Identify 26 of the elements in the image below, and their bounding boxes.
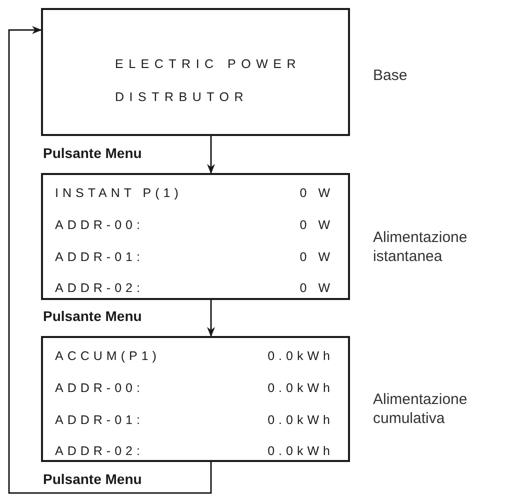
display-text: 0.0kWh <box>268 443 334 460</box>
arrow <box>207 136 215 174</box>
screen-caption: Alimentazione cumulativa <box>373 390 468 428</box>
display-text: ADDR-01: <box>55 412 145 428</box>
display-text: INSTANT P(1) <box>55 185 184 202</box>
display-text: 0.0kWh <box>268 412 334 428</box>
display-text: ACCUM(P1) <box>55 348 162 365</box>
screen-caption: Base <box>373 66 408 85</box>
display-text: ADDR-02: <box>55 443 145 460</box>
display-text: ADDR-02: <box>55 280 145 298</box>
display-text: ADDR-00: <box>55 216 145 234</box>
display-text: 0 W <box>300 280 334 298</box>
display-text: 0.0kWh <box>268 380 334 397</box>
arrow <box>207 300 215 337</box>
display-text: 0 W <box>300 185 334 202</box>
display-text: ELECTRIC POWER DISTRBUTOR <box>115 56 302 106</box>
display-text: 0 W <box>300 248 334 266</box>
display-text: 0 W <box>300 216 334 234</box>
arrow <box>8 26 212 494</box>
screen-caption: Alimentazione istantanea <box>373 228 468 266</box>
display-text: ADDR-01: <box>55 248 145 266</box>
display-screen <box>41 336 350 462</box>
display-text: ADDR-00: <box>55 380 145 397</box>
display-text: 0.0kWh <box>268 348 334 365</box>
display-screen <box>41 8 350 136</box>
display-screen <box>41 173 350 300</box>
